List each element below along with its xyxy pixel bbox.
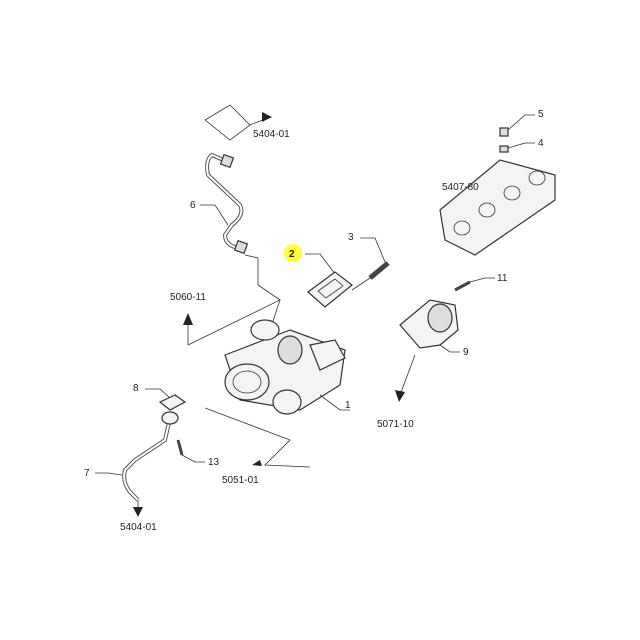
svg-text:2: 2 — [289, 249, 295, 260]
reference-5051-01[interactable]: 5051-01 — [204, 407, 311, 486]
svg-text:5404-01: 5404-01 — [120, 522, 157, 533]
svg-text:5071-10: 5071-10 — [377, 419, 414, 430]
highlight-marker — [284, 244, 302, 262]
svg-text:6: 6 — [190, 200, 196, 211]
part-8-flange[interactable]: 8 — [133, 383, 187, 411]
part-1-turbocharger[interactable]: 1 — [224, 319, 351, 415]
reference-5404-01-bottom[interactable]: 5404-01 — [120, 500, 157, 533]
svg-text:5: 5 — [538, 109, 544, 120]
part-7-oil-return-pipe[interactable]: 7 — [84, 411, 179, 502]
part-9-outlet-elbow[interactable]: 9 — [399, 299, 469, 358]
svg-text:1: 1 — [345, 400, 351, 411]
reference-5404-01-top[interactable]: 5404-01 — [204, 104, 290, 141]
part-6-oil-pipe[interactable]: 6 — [190, 152, 249, 255]
svg-text:4: 4 — [538, 138, 544, 149]
svg-text:5407-80: 5407-80 — [442, 182, 479, 193]
part-5-nut[interactable]: 5 — [499, 109, 544, 137]
part-5407-80-exhaust-manifold[interactable]: 5407-80 — [439, 159, 556, 256]
svg-text:9: 9 — [463, 347, 469, 358]
svg-text:5060-11: 5060-11 — [170, 292, 206, 303]
part-13-bolt[interactable]: 13 — [176, 439, 220, 468]
svg-text:5404-01: 5404-01 — [253, 129, 290, 140]
svg-text:8: 8 — [133, 383, 139, 394]
svg-text:7: 7 — [84, 468, 90, 479]
svg-text:3: 3 — [348, 232, 354, 243]
part-3-stud[interactable]: 3 — [348, 232, 390, 291]
part-2-gasket[interactable]: 2 — [284, 244, 353, 308]
reference-5071-10[interactable]: 5071-10 — [377, 354, 416, 430]
part-11-bolt[interactable]: 11 — [454, 273, 508, 292]
part-4-washer[interactable]: 4 — [499, 138, 544, 153]
svg-text:13: 13 — [208, 457, 220, 468]
svg-text:5051-01: 5051-01 — [222, 475, 259, 486]
svg-text:11: 11 — [497, 273, 508, 284]
